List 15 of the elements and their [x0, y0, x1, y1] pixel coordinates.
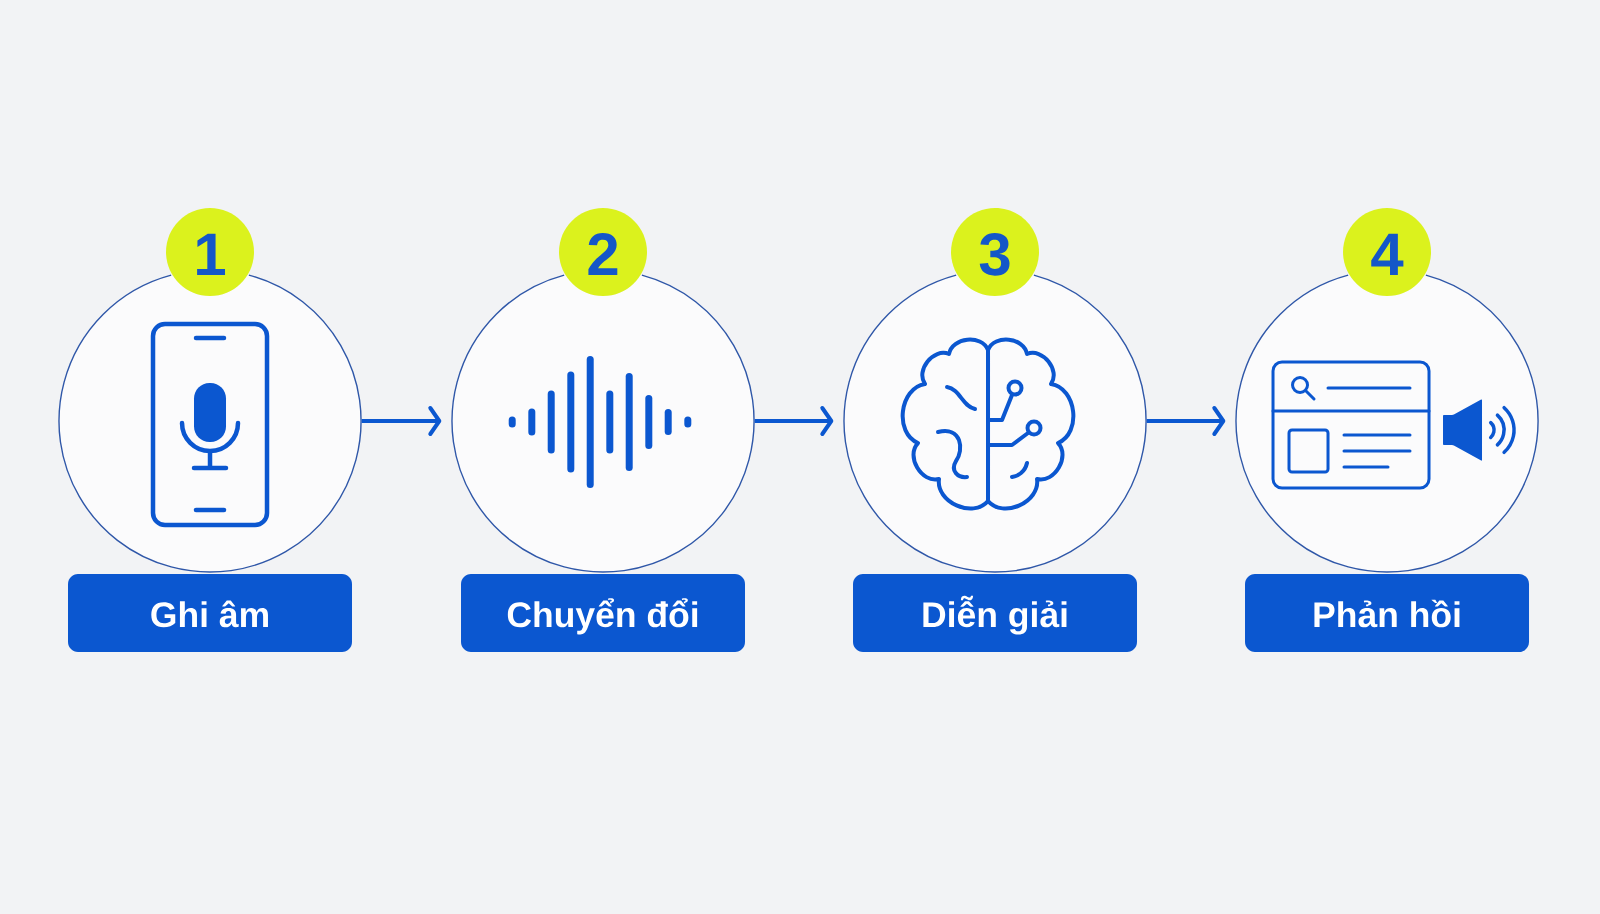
number-badge: 3 [951, 208, 1039, 296]
arrow [754, 406, 834, 436]
number-badge: 4 [1343, 208, 1431, 296]
number-badge: 2 [559, 208, 647, 296]
arrow [1146, 406, 1226, 436]
step-label-box: Diễn giải [853, 574, 1137, 652]
number-badge: 1 [166, 208, 254, 296]
step-label-box: Chuyển đổi [461, 574, 745, 652]
step-circle [1235, 274, 1539, 573]
step-label-box: Phản hồi [1245, 574, 1529, 652]
step-circle [58, 274, 362, 573]
step-circle [451, 274, 755, 573]
step-label-box: Ghi âm [68, 574, 352, 652]
arrow [361, 406, 442, 436]
step-circle [843, 274, 1147, 573]
